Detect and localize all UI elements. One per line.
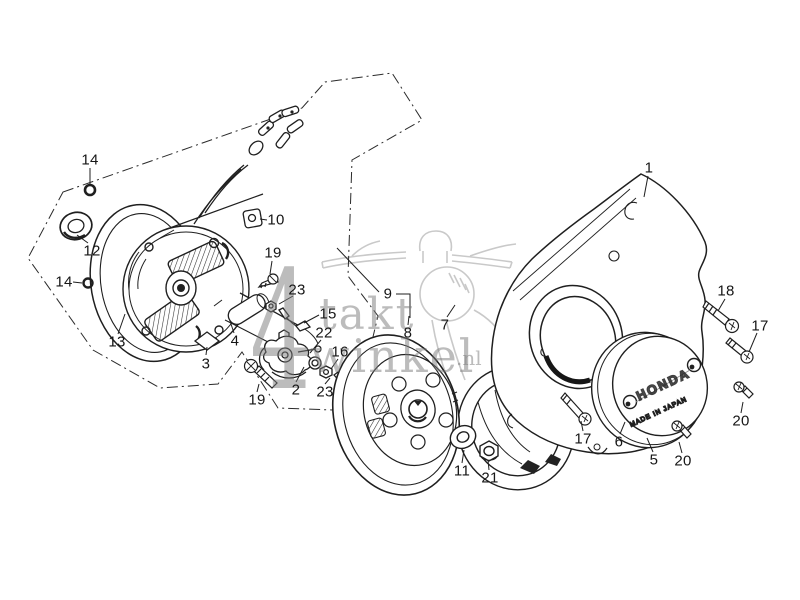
flywheel-windows (367, 393, 390, 439)
harness-connectors (257, 105, 304, 149)
wiring-harness (166, 105, 319, 345)
bolt-17-left (560, 392, 592, 426)
leader-lines (72, 168, 758, 471)
flywheel-bolt-holes (382, 372, 454, 450)
moped-background-sketch (321, 230, 517, 386)
nut-21 (479, 440, 499, 462)
bolt-18 (702, 300, 740, 334)
cover-bolts (560, 300, 754, 439)
bolt-17-right (725, 337, 754, 364)
oval-point-cover: HONDA MADE IN JAPAN (590, 331, 709, 449)
flywheel (331, 334, 461, 496)
screw-20-right (733, 381, 754, 399)
washer-11 (449, 424, 477, 450)
nut-23-upper (265, 300, 290, 320)
stator-assembly (122, 225, 250, 353)
contact-breaker (258, 300, 348, 386)
screw-19-upper (257, 273, 279, 289)
oil-seal-12 (59, 211, 93, 241)
screw-19-lower (243, 358, 278, 389)
wire-clip-10 (242, 208, 263, 229)
o-rings-14 (82, 183, 97, 289)
washer-16 (308, 356, 322, 370)
screw-20-bottom (671, 420, 692, 439)
